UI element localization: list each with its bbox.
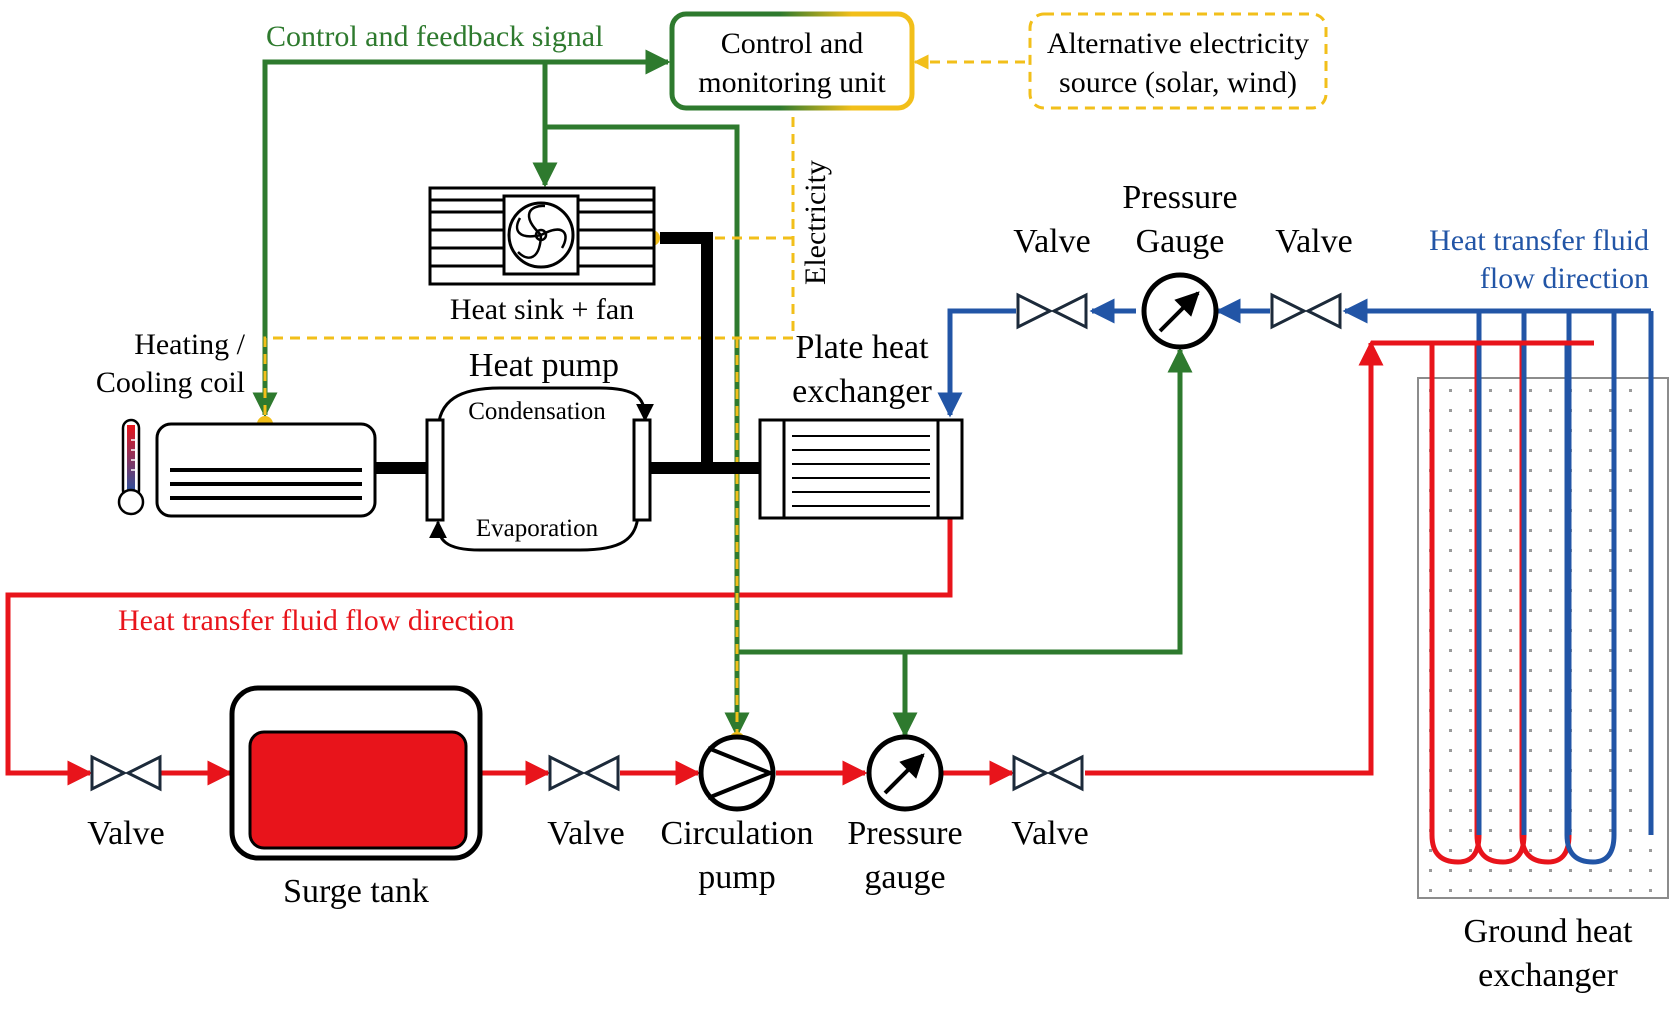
alt-source-label-1: Alternative electricity [1047,27,1309,60]
coil-label-2: Cooling coil [96,366,245,399]
alternative-source: Alternative electricity source (solar, w… [1028,12,1328,110]
evaporation-label: Evaporation [476,515,599,542]
heating-cooling-coil: Heating / Cooling coil [96,328,377,518]
upper-gauge-label-1: Pressure [1122,179,1237,216]
thermometer-icon [117,418,145,516]
upper-valve-left-label: Valve [1013,223,1090,260]
control-unit-label-2: monitoring unit [698,66,886,99]
heat-sink-label: Heat sink + fan [450,293,634,326]
pump-label-2: pump [698,859,775,896]
cold-fluid-loop [937,298,1368,418]
lower-valve-3-label: Valve [1011,815,1088,852]
upper-valve-right: Valve [1270,223,1353,330]
upper-gauge-label-2: Gauge [1136,223,1225,260]
ground-label-2: exchanger [1478,957,1618,994]
circulation-pump: Circulation pump [661,734,814,896]
lower-valve-2-label: Valve [547,815,624,852]
coil-label-1: Heating / [134,328,245,361]
pump-label-1: Circulation [661,815,814,852]
hot-flow-label: Heat transfer fluid flow direction [118,604,515,637]
lower-valve-3: Valve [1011,754,1089,852]
lower-valve-1-label: Valve [87,815,164,852]
heat-pump-right-plate [632,418,652,522]
lower-gauge-label-1: Pressure [847,815,962,852]
lower-pressure-gauge: Pressure gauge [847,734,963,896]
upper-valve-left: Valve [1013,223,1091,330]
upper-valve-right-label: Valve [1275,223,1352,260]
lower-valve-1: Valve [87,754,165,852]
surge-tank-label: Surge tank [283,873,429,910]
heat-sink-fan: Heat sink + fan [428,186,656,326]
control-signal-label: Control and feedback signal [266,20,603,53]
heat-pump: Heat pump Condensation Evaporation [425,347,654,552]
hot-fluid-loop [5,340,1384,786]
electricity-label: Electricity [799,160,832,285]
lower-gauge-label-2: gauge [864,859,945,896]
ground-heat-exchanger [1361,308,1669,899]
control-signal-lines [252,49,1193,738]
alt-source-label-2: source (solar, wind) [1059,66,1297,99]
plate-label-1: Plate heat [795,329,929,366]
ground-block [1417,377,1669,899]
lower-valve-2: Valve [547,754,625,852]
heat-pump-left-plate [425,418,445,522]
surge-tank: Surge tank [229,685,483,910]
plate-heat-exchanger: Plate heat exchanger [758,329,964,520]
cold-flow-label-1: Heat transfer fluid [1429,224,1649,257]
plate-label-2: exchanger [792,373,932,410]
condensation-label: Condensation [468,398,606,425]
control-unit-label-1: Control and [721,27,864,60]
refrigerant-lines [375,232,760,474]
cold-flow-label-2: flow direction [1480,262,1649,295]
control-unit: Control and monitoring unit [669,11,915,111]
heat-pump-label: Heat pump [469,347,619,384]
electricity-lines [263,54,1025,738]
ground-label-1: Ground heat [1463,913,1633,950]
upper-pressure-gauge: Pressure Gauge [1122,179,1238,350]
